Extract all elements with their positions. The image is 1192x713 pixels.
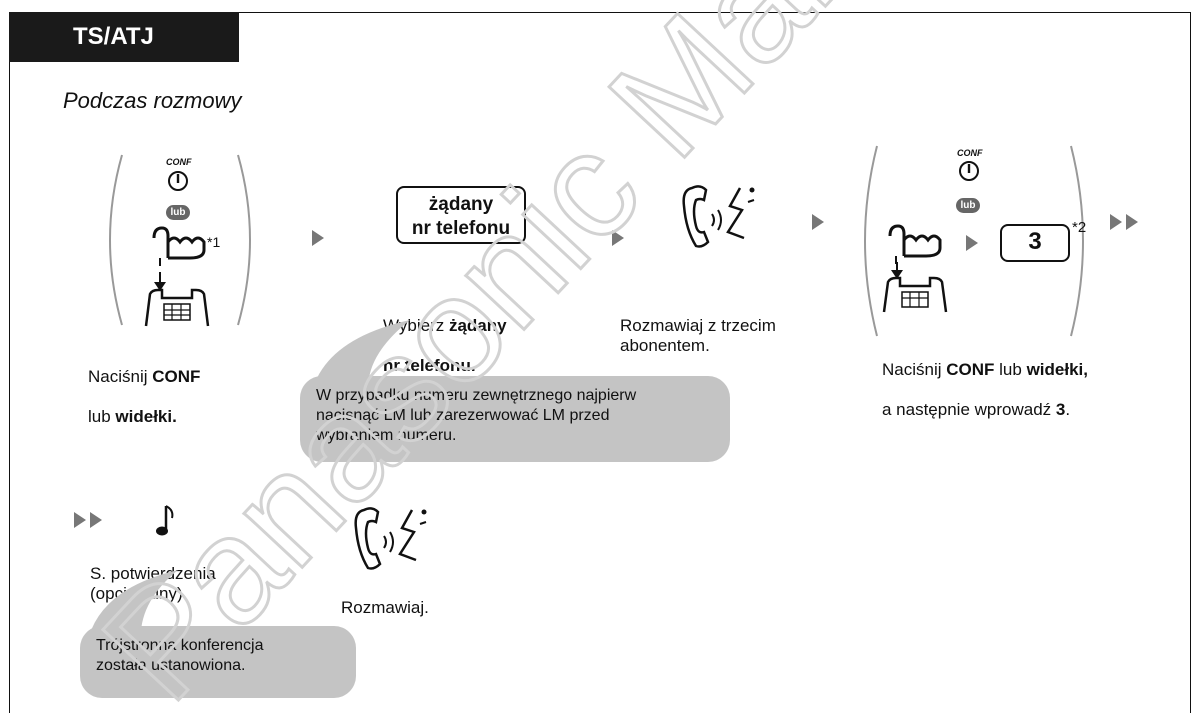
dial-number-key: żądany nr telefonu	[396, 186, 526, 244]
hand-press-icon	[152, 226, 206, 266]
double-arrow	[1110, 214, 1144, 230]
procedure-frame	[9, 12, 1191, 713]
talk-icon	[682, 185, 755, 248]
digit-3-key: 3	[1000, 224, 1070, 262]
hookswitch-icon	[882, 276, 948, 313]
conf-button-icon	[168, 171, 188, 191]
double-arrow	[74, 512, 108, 528]
step6-caption: Rozmawiaj.	[341, 598, 429, 617]
footnote-marker-1: *1	[207, 234, 221, 250]
conf-button-icon	[959, 161, 979, 181]
step-arrow	[966, 235, 978, 251]
talk-icon	[354, 507, 427, 570]
conf-label-2: CONF	[957, 148, 983, 158]
conference-established-note: Trójstronna konferencja została ustanowi…	[80, 626, 356, 698]
external-number-note: W przypadku numeru zewnętrznego najpierw…	[300, 376, 730, 462]
step4-caption: Naciśnij CONF lub widełki, a następnie w…	[882, 360, 1088, 419]
music-note-icon	[156, 505, 174, 536]
hand-press-icon	[888, 224, 942, 264]
lub-badge: lub	[166, 205, 190, 220]
step-arrow	[812, 214, 824, 230]
page-subtitle: Podczas rozmowy	[63, 88, 242, 113]
arrow-down-icon	[154, 272, 166, 291]
step1-caption: Naciśnij CONF lub widełki.	[88, 367, 201, 426]
section-tab: TS/ATJ	[9, 12, 239, 62]
conf-label: CONF	[166, 157, 192, 167]
step-arrow	[312, 230, 324, 246]
paren-group-2	[864, 145, 1084, 337]
arrow-down-icon	[891, 262, 903, 279]
left-paren-group-1	[109, 154, 251, 326]
hookswitch-icon	[144, 288, 210, 327]
step-arrow	[612, 230, 624, 246]
lub-badge-2: lub	[956, 198, 980, 213]
step2-caption: Wybierz żądany nr telefonu.	[383, 316, 507, 375]
footnote-marker-2: *2	[1072, 219, 1087, 236]
